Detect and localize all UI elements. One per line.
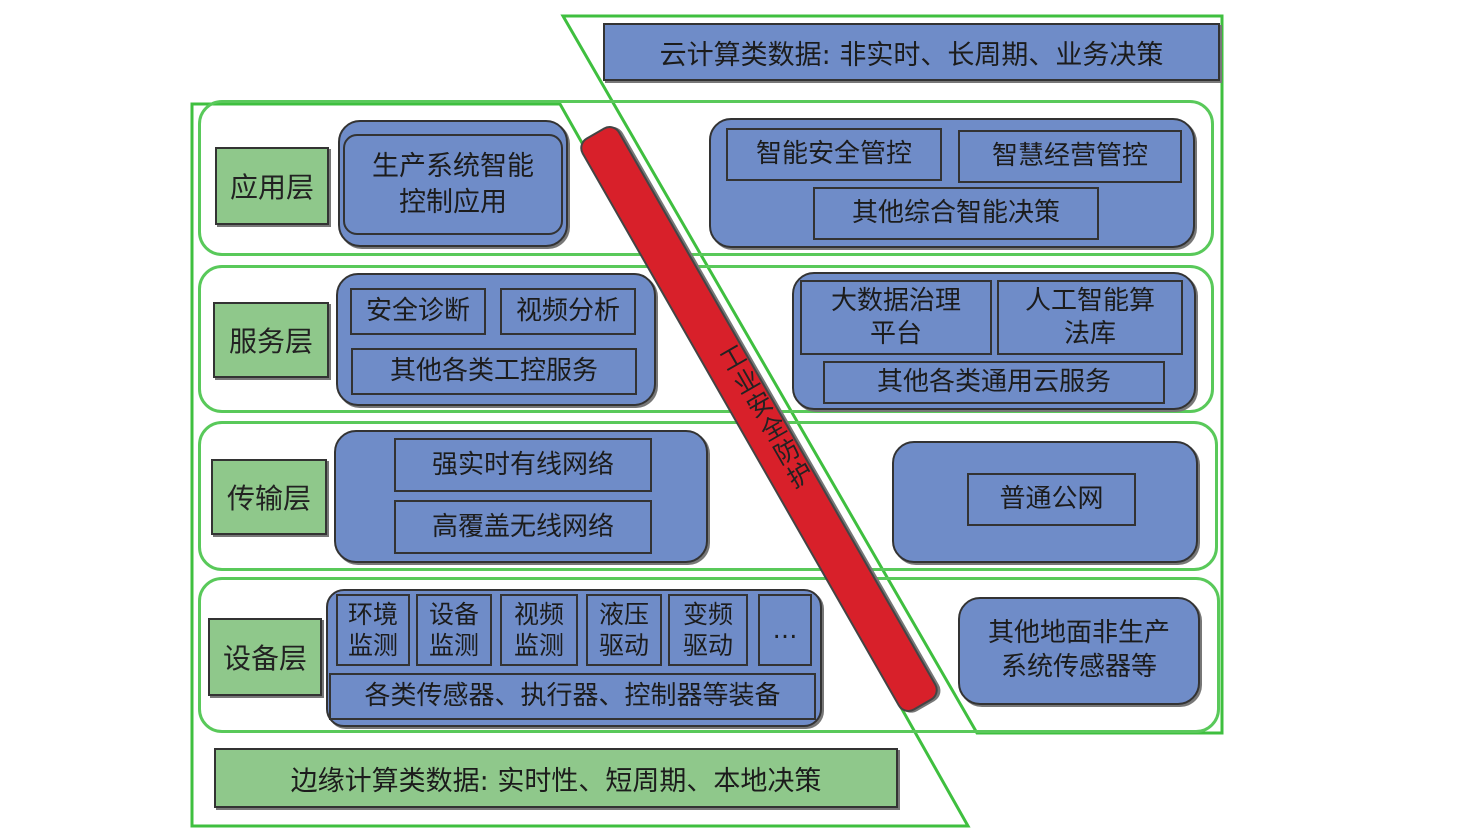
dev-edge-item-2: 设备 监测 [416, 594, 492, 666]
svc-edge-item-1: 安全诊断 [350, 288, 486, 335]
trans-edge-item-1: 强实时有线网络 [394, 438, 652, 492]
edge-region-outline [190, 102, 971, 828]
layer-label-device: 设备层 [208, 618, 322, 696]
cloud-region-outline [560, 14, 1224, 735]
dev-edge-item-4: 液压 驱动 [586, 594, 662, 666]
dev-edge-item-3: 视频 监测 [500, 594, 578, 666]
app-cloud-item-2: 智慧经营管控 [958, 130, 1182, 183]
app-edge-control-box: 生产系统智能 控制应用 [343, 134, 563, 235]
cloud-data-banner: 云计算类数据: 非实时、长周期、业务决策 [603, 23, 1220, 81]
trans-cloud-public-network: 普通公网 [967, 473, 1136, 526]
dev-edge-item-5: 变频 驱动 [668, 594, 748, 666]
dev-edge-item-more: … [758, 594, 812, 666]
band-transport [198, 421, 1218, 571]
band-service [198, 265, 1214, 413]
layer-label-application: 应用层 [215, 147, 329, 225]
layer-label-transport: 传输层 [211, 459, 327, 535]
svc-cloud-item-1: 大数据治理 平台 [800, 280, 992, 355]
dev-edge-item-4-text: 液压 驱动 [598, 599, 649, 660]
svc-cloud-item-3: 其他各类通用云服务 [823, 361, 1165, 404]
dev-edge-item-5-text: 变频 驱动 [682, 599, 733, 660]
layer-label-service: 服务层 [213, 302, 329, 378]
band-device [198, 577, 1220, 733]
dev-edge-item-2-text: 设备 监测 [428, 599, 479, 660]
app-edge-control-text: 生产系统智能 控制应用 [372, 151, 534, 218]
edge-data-banner: 边缘计算类数据: 实时性、短周期、本地决策 [214, 748, 898, 808]
trans-edge-item-2: 高覆盖无线网络 [394, 500, 652, 554]
svc-cloud-item-2: 人工智能算 法库 [997, 280, 1183, 355]
svc-edge-item-3: 其他各类工控服务 [351, 348, 637, 395]
dev-cloud-text: 其他地面非生产 系统传感器等 [987, 618, 1170, 682]
svc-cloud-item-2-text: 人工智能算 法库 [1024, 286, 1155, 349]
dev-edge-bottom: 各类传感器、执行器、控制器等装备 [329, 673, 816, 720]
dev-edge-item-1: 环境 监测 [336, 594, 410, 666]
app-cloud-item-1: 智能安全管控 [726, 128, 942, 181]
dev-edge-item-1-text: 环境 监测 [347, 599, 398, 660]
svc-cloud-item-1-text: 大数据治理 平台 [830, 286, 961, 349]
dev-edge-item-more-text: … [772, 615, 798, 645]
app-cloud-item-3: 其他综合智能决策 [813, 187, 1099, 240]
svc-edge-item-2: 视频分析 [500, 288, 636, 335]
band-application [198, 100, 1214, 256]
dev-edge-item-3-text: 视频 监测 [513, 599, 564, 660]
dev-cloud-group: 其他地面非生产 系统传感器等 [958, 597, 1200, 705]
